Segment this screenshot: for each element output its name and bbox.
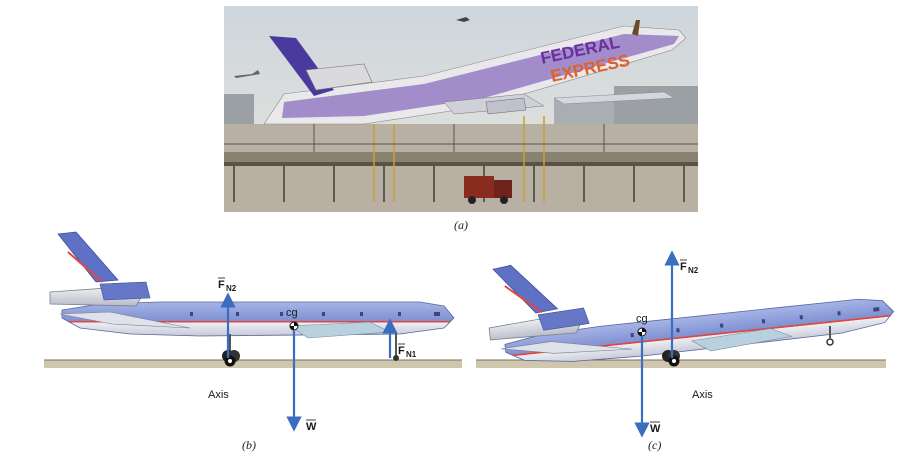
panel-c-diagram: Axis cg F N2 W [476, 250, 895, 438]
panel-b-diagram: Axis cg F N2 F N1 W [44, 231, 462, 433]
axis-label-b: Axis [208, 389, 229, 401]
cg-label-c: cg [636, 313, 648, 325]
label-w-b: W [306, 419, 317, 433]
caption-b: (b) [242, 438, 256, 452]
label-fn1-b: F N1 [398, 343, 417, 359]
wing-c [690, 328, 793, 352]
tail-fin-b [57, 231, 119, 283]
panel-c: Axis cg F N2 W (c) [460, 226, 900, 457]
ground-b [44, 360, 462, 368]
wing-engine [485, 97, 527, 115]
tipped-airplane: FEDERAL EXPRESS [263, 20, 687, 125]
label-w-c: W [650, 421, 661, 435]
red-cart [464, 176, 494, 198]
label-fn2-c: F N2 [680, 259, 699, 275]
axis-label-c: Axis [692, 389, 713, 401]
svg-text:N1: N1 [406, 350, 417, 359]
scaffold-platform [224, 116, 698, 204]
label-fn2-b: F N2 [218, 277, 237, 293]
horizontal-stabilizer-c [501, 341, 633, 354]
windows-c [630, 307, 880, 338]
svg-text:W: W [306, 421, 317, 433]
horizontal-stabilizer-b [59, 311, 191, 329]
background-plane [553, 91, 675, 105]
svg-text:F: F [398, 345, 405, 357]
nose-wheel-b [393, 355, 399, 361]
svg-text:F: F [218, 279, 225, 291]
svg-text:N2: N2 [226, 284, 237, 293]
tail-engine [305, 63, 373, 91]
crane-arm [632, 20, 640, 36]
cg-label-b: cg [286, 307, 298, 319]
panel-b: Axis cg F N2 F N1 W (b) [40, 226, 480, 457]
svg-text:N2: N2 [688, 266, 699, 275]
tail-fin-c [492, 264, 559, 314]
photo-illustration: FEDERAL EXPRESS [224, 6, 698, 212]
caption-a: (a) [454, 218, 468, 232]
windows-b [190, 312, 440, 316]
svg-text:F: F [680, 261, 687, 273]
helicopter-silhouette [456, 17, 470, 22]
tipped-airplane-c [488, 264, 895, 362]
ground-c [476, 360, 886, 368]
distant-plane [234, 70, 260, 78]
photo-airplane-tipped: FEDERAL EXPRESS [224, 6, 698, 212]
caption-c: (c) [648, 438, 662, 452]
tarmac [224, 124, 698, 212]
fuselage-c [504, 298, 895, 362]
svg-text:W: W [650, 423, 661, 435]
